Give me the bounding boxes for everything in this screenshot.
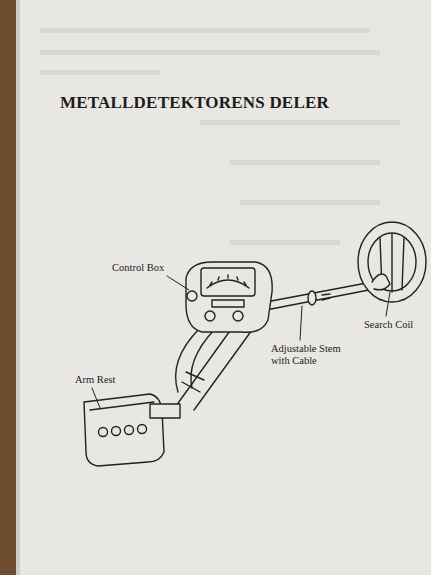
control-box: [186, 262, 272, 332]
bleed-through: [40, 28, 400, 245]
paper-edge: [16, 0, 20, 575]
coil-inner: [368, 233, 416, 291]
desk-edge: [0, 0, 16, 575]
stem-collar: [308, 291, 316, 305]
shaft: [176, 328, 252, 410]
leader-line: [386, 292, 390, 316]
leader-line: [300, 306, 302, 340]
grip: [176, 328, 214, 392]
stem: [266, 282, 374, 310]
part-label: Arm Rest: [74, 374, 117, 386]
search-coil: [358, 222, 426, 302]
knob: [233, 311, 243, 321]
knob: [187, 291, 197, 301]
display: [201, 268, 255, 296]
meter-arc: [207, 280, 249, 288]
battery-cell: [125, 426, 134, 435]
leader-line: [167, 276, 189, 290]
meter-ticks: [210, 275, 246, 285]
arm-rest-mount: [150, 404, 180, 418]
leader-line: [92, 388, 100, 408]
part-label: Search Coil: [363, 319, 425, 331]
button-row: [212, 300, 244, 307]
knob: [205, 311, 215, 321]
part-label: Adjustable Stem with Cable: [270, 343, 362, 367]
coil-bracket: [372, 274, 390, 290]
battery-cell: [138, 425, 147, 434]
grip-ring: [182, 372, 204, 392]
page-title: METALLDETEKTORENS DELER: [60, 93, 329, 113]
part-label: Control Box: [111, 262, 165, 274]
battery-cell: [99, 428, 108, 437]
battery-cell: [112, 427, 121, 436]
stem-lock: [322, 294, 330, 300]
